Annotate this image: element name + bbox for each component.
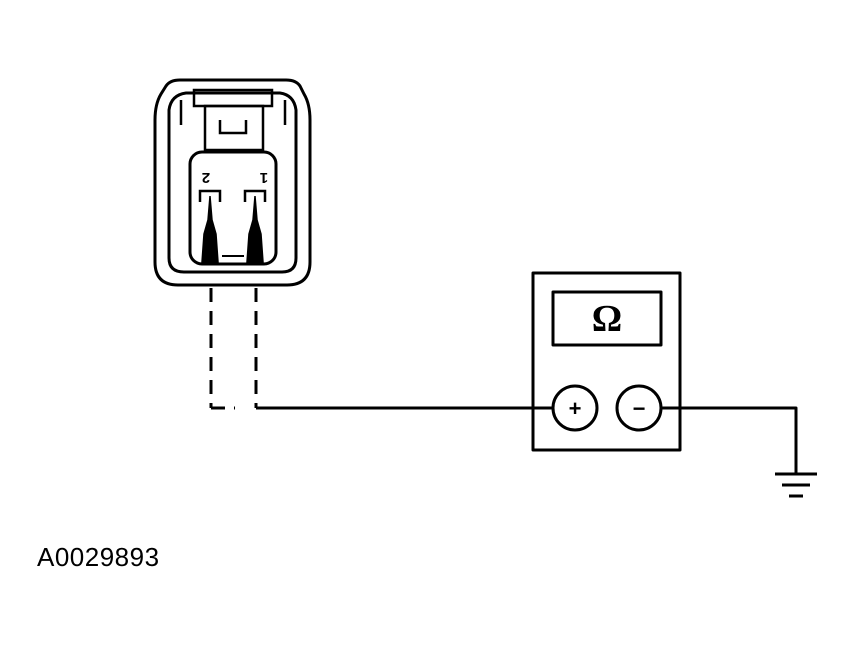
connector: 2 1 bbox=[153, 78, 312, 287]
connector-outer-shell bbox=[153, 78, 312, 287]
pin-label-1: 1 bbox=[260, 169, 268, 186]
probe-tip-pin-2 bbox=[201, 195, 219, 263]
pin-label-2: 2 bbox=[202, 169, 210, 186]
ohmmeter-negative-symbol: − bbox=[633, 396, 646, 421]
connector-inner-shell bbox=[167, 91, 298, 274]
ohmmeter-positive-symbol: + bbox=[569, 396, 582, 421]
figure-id-label: A0029893 bbox=[37, 542, 160, 572]
pin-cavity-1 bbox=[243, 189, 267, 202]
harness-wires bbox=[209, 288, 258, 410]
pin-cavity-2 bbox=[198, 189, 222, 202]
test-lead-negative bbox=[659, 406, 798, 476]
connector-latch bbox=[203, 104, 265, 152]
ohmmeter-body bbox=[531, 271, 682, 452]
ohmmeter-display-symbol: Ω bbox=[592, 298, 622, 340]
connector-pin-block bbox=[188, 150, 278, 266]
ohmmeter-positive-terminal bbox=[551, 384, 599, 432]
probe-tip-pin-1 bbox=[246, 195, 264, 263]
ground-icon bbox=[775, 472, 817, 498]
ohmmeter-display bbox=[551, 290, 663, 347]
ohmmeter: Ω + − bbox=[531, 271, 682, 452]
connector-latch-tab bbox=[218, 120, 248, 135]
